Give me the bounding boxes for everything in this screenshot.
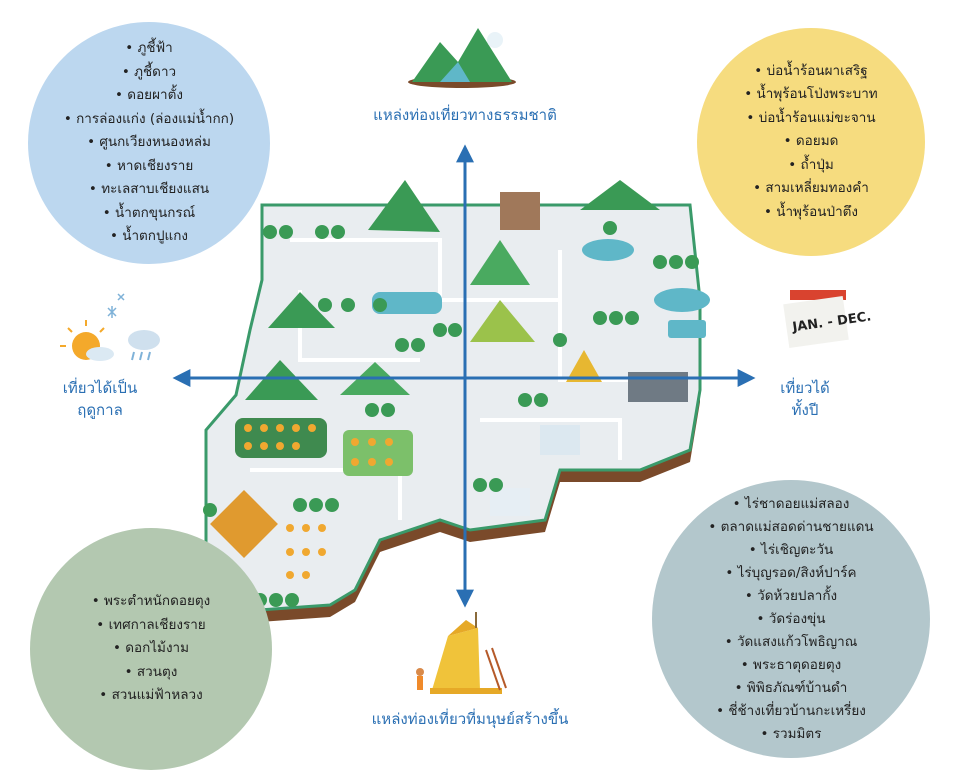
quadrant-list: พระตำหนักดอยตุงเทศกาลเชียงรายดอกไม้งามสว… xyxy=(92,590,210,708)
list-item: บ่อน้ำร้อนแม่ขะจาน xyxy=(744,107,877,131)
white-temple xyxy=(540,425,580,455)
temple-block xyxy=(235,418,327,458)
list-item: วัดแสงแก้วโพธิญาณ xyxy=(708,631,873,654)
trees xyxy=(203,221,699,607)
quadrant-list: ไร่ชาดอยแม่สลองตลาดแม่สอดด่านชายแดนไร่เช… xyxy=(708,493,874,746)
list-item: ภูชี้ฟ้า xyxy=(64,37,234,61)
list-item: ไร่บุญรอด/สิงห์ปาร์ค xyxy=(708,562,873,585)
axis-label-seasonal-line2: ฤดูกาล xyxy=(77,401,123,419)
weather-seasons-icon xyxy=(60,293,160,361)
list-item: วัดห้วยปลากั้ง xyxy=(708,585,873,608)
gate xyxy=(500,192,540,230)
list-item: ไร่ชาดอยแม่สลอง xyxy=(708,493,873,516)
list-item: ชี่ช้างเที่ยวบ้านกะเหรี่ยง xyxy=(708,700,873,723)
list-item: วัดร่องขุ่น xyxy=(708,608,873,631)
axis-label-all-year: เที่ยวได้ ทั้งปี xyxy=(770,377,840,421)
axis-label-man-made: แหล่งท่องเที่ยวที่มนุษย์สร้างขึ้น xyxy=(350,708,590,730)
list-item: หาดเชียงราย xyxy=(64,155,234,179)
list-item: ศูนกเวียงหนองหล่ม xyxy=(64,131,234,155)
calendar-icon: JAN. - DEC. xyxy=(783,290,872,348)
axis-label-all-year-line1: เที่ยวได้ xyxy=(780,379,830,397)
quadrant-list: บ่อน้ำร้อนผาเสริฐน้ำพุร้อนโป่งพระบาทบ่อน… xyxy=(744,60,878,225)
axis-label-natural-text: แหล่งท่องเที่ยวทางธรรมชาติ xyxy=(373,106,557,124)
list-item: บ่อน้ำร้อนผาเสริฐ xyxy=(744,60,877,84)
garden-pattern xyxy=(210,490,278,558)
list-item: สวนตุง xyxy=(92,661,210,685)
golden-temple xyxy=(566,350,602,382)
quadrant-list: ภูชี้ฟ้าภูชี้ดาวดอยผาตั้งการล่องแก่ง (ล่… xyxy=(64,37,234,249)
quadrant-man-made-all-year: ไร่ชาดอยแม่สลองตลาดแม่สอดด่านชายแดนไร่เช… xyxy=(652,480,930,758)
list-item: น้ำพุร้อนป่าตึง xyxy=(744,201,877,225)
list-item: พระตำหนักดอยตุง xyxy=(92,590,210,614)
axis-label-seasonal: เที่ยวได้เป็น ฤดูกาล xyxy=(40,377,160,421)
white-temple xyxy=(490,488,530,516)
list-item: การล่องแก่ง (ล่องแม่น้ำกก) xyxy=(64,108,234,132)
lake xyxy=(582,239,634,261)
lake xyxy=(654,288,710,312)
list-item: น้ำตกขุนกรณ์ xyxy=(64,202,234,226)
list-item: น้ำพุร้อนโป่งพระบาท xyxy=(744,83,878,107)
list-item: พระธาตุดอยตุง xyxy=(708,654,873,677)
list-item: ตลาดแม่สอดด่านชายแดน xyxy=(708,516,874,539)
lake xyxy=(668,320,706,338)
lake xyxy=(372,292,442,314)
mountains xyxy=(245,180,660,400)
list-item: ถ้ำปุ่ม xyxy=(744,154,877,178)
axis-label-seasonal-line1: เที่ยวได้เป็น xyxy=(62,379,138,397)
axis-label-all-year-line2: ทั้งปี xyxy=(791,401,819,419)
list-item: ดอยมด xyxy=(744,130,877,154)
pagoda-icon xyxy=(416,612,507,694)
map-land xyxy=(204,203,702,614)
list-item: ไร่เชิญตะวัน xyxy=(708,539,873,562)
list-item: เทศกาลเชียงราย xyxy=(92,614,210,638)
list-item: พิพิธภัณฑ์บ้านดำ xyxy=(708,677,873,700)
list-item: ดอกไม้งาม xyxy=(92,637,210,661)
quadrant-natural-seasonal: ภูชี้ฟ้าภูชี้ดาวดอยผาตั้งการล่องแก่ง (ล่… xyxy=(28,22,270,264)
list-item: ทะเลสาบเชียงแสน xyxy=(64,178,234,202)
list-item: รวมมิตร xyxy=(708,723,873,746)
axis-label-man-made-text: แหล่งท่องเที่ยวที่มนุษย์สร้างขึ้น xyxy=(371,710,569,728)
list-item: สามเหลี่ยมทองคำ xyxy=(744,177,877,201)
list-item: สวนแม่ฟ้าหลวง xyxy=(92,684,210,708)
list-item: ภูชี้ดาว xyxy=(64,61,234,85)
list-item: ดอยผาตั้ง xyxy=(64,84,234,108)
axis-label-natural: แหล่งท่องเที่ยวทางธรรมชาติ xyxy=(360,104,570,126)
mountain-icon xyxy=(408,28,516,88)
flowers xyxy=(244,424,393,579)
quadrant-natural-all-year: บ่อน้ำร้อนผาเสริฐน้ำพุร้อนโป่งพระบาทบ่อน… xyxy=(697,28,925,256)
list-item: น้ำตกปูแกง xyxy=(64,225,234,249)
flower-field xyxy=(343,430,413,476)
quadrant-man-made-seasonal: พระตำหนักดอยตุงเทศกาลเชียงรายดอกไม้งามสว… xyxy=(30,528,272,770)
